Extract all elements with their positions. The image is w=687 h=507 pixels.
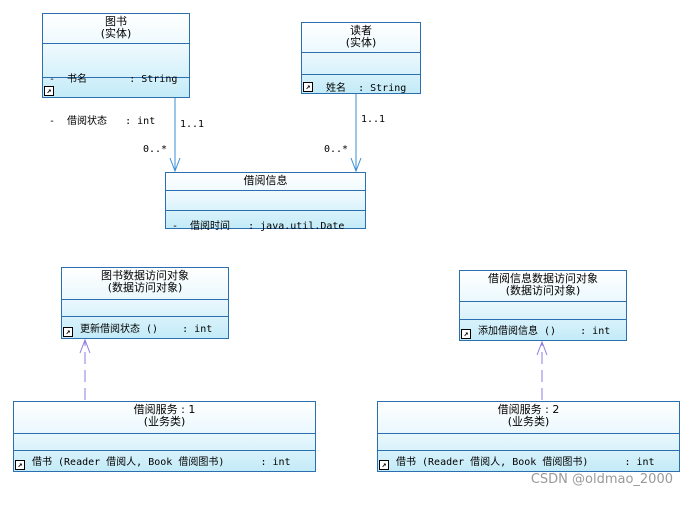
class-service-2-header: 借阅服务 : 2 (业务类): [378, 402, 679, 434]
class-book-dao-attributes: [62, 300, 228, 317]
class-book-dao-operations: ↗ 更新借阅状态 () : int: [62, 317, 228, 338]
shortcut-icon: ↗: [379, 460, 389, 470]
class-book-attr-1: - 书名 : String: [49, 74, 178, 85]
dependency-service2-borrowdao-arrowhead: [536, 340, 548, 356]
watermark: CSDN @oldmao_2000: [530, 472, 673, 487]
class-book-dao[interactable]: 图书数据访问对象 (数据访问对象) ↗ 更新借阅状态 () : int: [61, 267, 229, 339]
class-service-2-name: 借阅服务 : 2: [497, 403, 560, 416]
shortcut-icon: ↗: [63, 327, 73, 337]
class-borrow-dao[interactable]: 借阅信息数据访问对象 (数据访问对象) ↗ 添加借阅信息 () : int: [459, 270, 627, 341]
class-service-2-stereotype: (业务类): [507, 415, 550, 428]
reader-target-multiplicity: 0..*: [324, 144, 349, 155]
class-book-dao-header: 图书数据访问对象 (数据访问对象): [62, 268, 228, 300]
dependency-service1-bookdao-arrowhead: [79, 338, 91, 354]
class-borrow-info-header: 借阅信息: [166, 173, 365, 191]
class-book-stereotype: (实体): [100, 27, 132, 40]
class-reader-operations: ↗: [302, 75, 420, 93]
class-service-1-header: 借阅服务 : 1 (业务类): [14, 402, 315, 434]
class-service-1-stereotype: (业务类): [143, 415, 186, 428]
class-borrow-dao-header: 借阅信息数据访问对象 (数据访问对象): [460, 271, 626, 302]
class-book-attributes: - 书名 : String - 借阅状态 : int: [43, 44, 189, 127]
class-book-header: 图书 (实体): [43, 14, 189, 44]
class-book-attr-2: - 借阅状态 : int: [49, 116, 156, 127]
class-borrow-info-operations: [166, 211, 365, 228]
shortcut-icon: ↗: [303, 82, 313, 92]
class-service-2-operation: 借书 (Reader 借阅人, Book 借阅图书) : int: [396, 457, 655, 468]
shortcut-icon: ↗: [15, 460, 25, 470]
reader-source-multiplicity: 1..1: [361, 114, 386, 125]
class-book-dao-stereotype: (数据访问对象): [107, 281, 183, 294]
shortcut-icon: ↗: [44, 86, 54, 96]
class-service-1-operation: 借书 (Reader 借阅人, Book 借阅图书) : int: [32, 457, 291, 468]
class-book-dao-operation: 更新借阅状态 () : int: [80, 324, 213, 335]
class-reader-name: 读者: [350, 24, 372, 37]
class-reader-header: 读者 (实体): [302, 23, 420, 53]
class-borrow-dao-attributes: [460, 302, 626, 320]
book-target-multiplicity: 0..*: [143, 144, 168, 155]
class-service-1-name: 借阅服务 : 1: [133, 403, 196, 416]
class-reader-stereotype: (实体): [345, 36, 377, 49]
book-source-multiplicity: 1..1: [180, 119, 205, 130]
class-book-operations: ↗: [43, 78, 189, 97]
class-borrow-dao-stereotype: (数据访问对象): [505, 284, 581, 297]
class-borrow-dao-operations: ↗ 添加借阅信息 () : int: [460, 320, 626, 340]
class-book-name: 图书: [105, 15, 127, 28]
class-service-2[interactable]: 借阅服务 : 2 (业务类) ↗ 借书 (Reader 借阅人, Book 借阅…: [377, 401, 680, 472]
class-service-1[interactable]: 借阅服务 : 1 (业务类) ↗ 借书 (Reader 借阅人, Book 借阅…: [13, 401, 316, 472]
relationship-lines: [79, 93, 548, 400]
class-borrow-dao-name: 借阅信息数据访问对象: [488, 272, 598, 285]
class-borrow-info-name: 借阅信息: [243, 174, 288, 187]
association-book-borrow-arrowhead: [169, 157, 181, 173]
class-service-1-attributes: [14, 434, 315, 451]
class-borrow-info[interactable]: 借阅信息 - 借阅时间 : java.util.Date: [165, 172, 366, 232]
association-reader-borrow-arrowhead: [350, 157, 362, 173]
class-borrow-info-attr-1: - 借阅时间 : java.util.Date: [172, 221, 345, 232]
class-book[interactable]: 图书 (实体) - 书名 : String - 借阅状态 : int ↗: [42, 13, 190, 127]
class-borrow-info-attributes: - 借阅时间 : java.util.Date: [166, 191, 365, 232]
shortcut-icon: ↗: [461, 329, 471, 339]
class-reader-attributes: - 姓名 : String: [302, 53, 420, 94]
class-service-1-operations: ↗ 借书 (Reader 借阅人, Book 借阅图书) : int: [14, 451, 315, 471]
class-borrow-dao-operation: 添加借阅信息 () : int: [478, 326, 611, 337]
class-book-dao-name: 图书数据访问对象: [101, 269, 189, 282]
class-service-2-operations: ↗ 借书 (Reader 借阅人, Book 借阅图书) : int: [378, 451, 679, 471]
class-service-2-attributes: [378, 434, 679, 451]
class-reader[interactable]: 读者 (实体) - 姓名 : String ↗: [301, 22, 421, 94]
